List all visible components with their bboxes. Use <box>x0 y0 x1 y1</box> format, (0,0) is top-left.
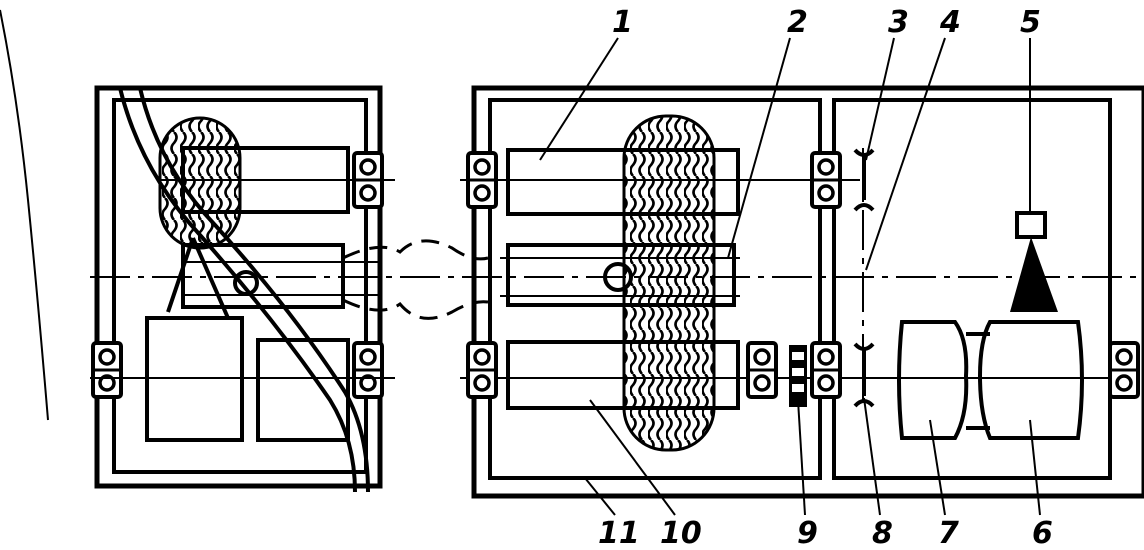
label-1: 1 <box>612 5 633 40</box>
label-2: 2 <box>787 5 808 40</box>
sensor-5 <box>1015 211 1047 239</box>
label-3: 3 <box>888 5 909 40</box>
dashed-coupling <box>342 239 489 320</box>
bearing-mid-upper <box>810 151 842 209</box>
leader-lines <box>539 37 1041 516</box>
left-reel <box>158 116 242 250</box>
left-support-struts <box>166 237 230 319</box>
left-lower-block <box>256 338 350 442</box>
bearing-left-lower <box>466 341 498 399</box>
bearing-9-left <box>746 341 778 399</box>
middle-roll-pivot <box>603 262 633 292</box>
label-5: 5 <box>1020 5 1041 40</box>
label-9: 9 <box>797 516 818 550</box>
left-bearing-lower-right <box>352 341 384 399</box>
web-band-outer <box>118 87 357 493</box>
bearing-left-upper <box>466 151 498 209</box>
label-4: 4 <box>939 5 961 40</box>
label-7: 7 <box>938 516 959 550</box>
middle-roll-2 <box>506 243 736 307</box>
margin-mark <box>0 9 49 421</box>
label-6: 6 <box>1032 516 1053 550</box>
label-10: 10 <box>660 516 702 550</box>
bearing-mid-lower <box>810 341 842 399</box>
label-8: 8 <box>872 516 893 550</box>
central-reel <box>622 114 716 452</box>
left-frame <box>94 85 383 489</box>
clutch-3 <box>853 148 875 212</box>
left-bearing-lower-left <box>91 341 123 399</box>
drum-7 <box>897 320 969 440</box>
sensor-beam <box>1010 237 1058 312</box>
label-11: 11 <box>598 516 640 550</box>
gear-9 <box>789 345 807 407</box>
bearing-far-right <box>1108 341 1140 399</box>
